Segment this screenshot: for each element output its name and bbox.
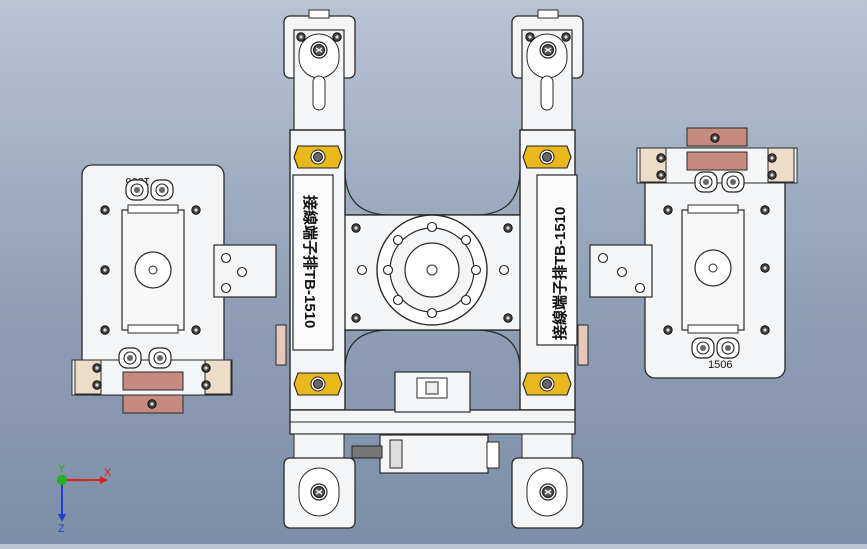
terminal-label-left: 接線端子排TB-1510 — [301, 195, 319, 328]
center-plate — [344, 214, 521, 331]
top-right-arm — [511, 9, 584, 151]
axis-triad: X Y Z — [40, 463, 120, 535]
y-axis-dot — [57, 475, 67, 485]
right-gripper: 1506 — [589, 127, 798, 379]
left-gripper: 1506 — [71, 164, 277, 414]
brass-nut — [522, 372, 572, 396]
bottom-crossbar — [289, 371, 576, 474]
brass-nut — [293, 372, 343, 396]
part-number-bottom-right: 1506 — [708, 359, 732, 371]
z-axis-label: Z — [58, 523, 65, 534]
x-axis-label: X — [104, 467, 112, 479]
brass-nut — [293, 145, 343, 169]
brass-nut — [522, 145, 572, 169]
top-left-arm — [283, 9, 356, 151]
y-axis-label: Y — [58, 464, 66, 475]
terminal-label-right: 接線端子排TB-1510 — [551, 207, 569, 340]
bottom-right-arm — [511, 433, 584, 529]
bottom-left-arm — [283, 433, 356, 529]
